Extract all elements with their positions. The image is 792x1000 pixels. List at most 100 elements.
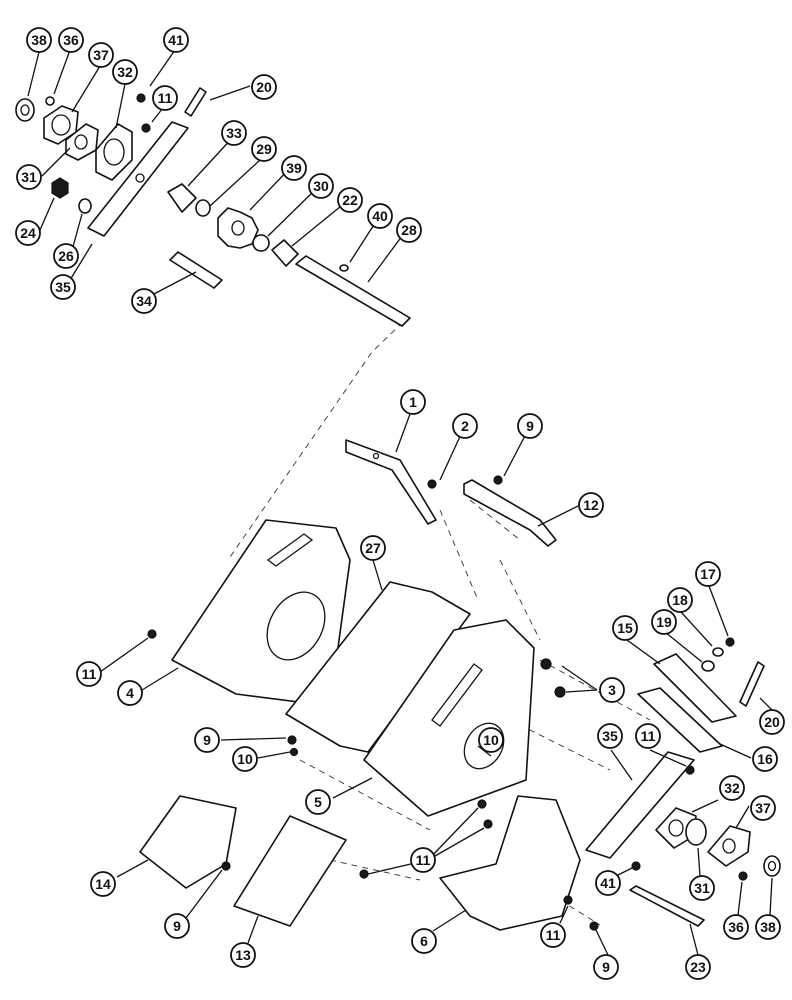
svg-text:12: 12 xyxy=(583,497,599,513)
assembly-dashed-lines xyxy=(227,321,651,926)
svg-text:36: 36 xyxy=(728,919,744,935)
part-11-nut-low-b xyxy=(483,819,493,829)
callout-20: 20 xyxy=(759,709,785,735)
callout-29: 29 xyxy=(251,136,277,162)
part-9-bolt-guard xyxy=(589,921,599,931)
svg-text:39: 39 xyxy=(286,160,302,176)
callout-36: 36 xyxy=(723,914,749,940)
lower-parts xyxy=(139,795,599,931)
svg-text:11: 11 xyxy=(641,728,656,744)
svg-text:27: 27 xyxy=(365,540,381,556)
svg-text:41: 41 xyxy=(600,875,616,891)
part-13-cover xyxy=(233,815,347,927)
svg-text:6: 6 xyxy=(420,933,428,949)
svg-text:16: 16 xyxy=(757,751,773,767)
svg-text:35: 35 xyxy=(602,728,618,744)
svg-text:22: 22 xyxy=(342,192,358,208)
part-30-washer xyxy=(252,234,270,252)
callout-36: 36 xyxy=(58,27,84,53)
svg-text:11: 11 xyxy=(546,927,561,943)
svg-text:20: 20 xyxy=(764,714,780,730)
svg-text:3: 3 xyxy=(608,682,616,698)
part-36-nut xyxy=(45,96,55,106)
part-26-washer xyxy=(78,198,92,214)
part-11-nut-side xyxy=(147,629,157,639)
callout-37: 37 xyxy=(88,42,114,68)
callout-3: 3 xyxy=(599,677,625,703)
svg-text:41: 41 xyxy=(168,32,184,48)
svg-text:11: 11 xyxy=(416,852,431,868)
callout-18: 18 xyxy=(667,587,693,613)
part-31-flange-right xyxy=(685,818,707,846)
callout-12: 12 xyxy=(578,492,604,518)
callout-32: 32 xyxy=(112,59,138,85)
svg-text:5: 5 xyxy=(314,794,322,810)
callout-11: 11 xyxy=(410,847,436,873)
callout-31: 31 xyxy=(16,164,42,190)
part-15-plate xyxy=(653,653,737,723)
svg-text:35: 35 xyxy=(55,279,71,295)
svg-text:34: 34 xyxy=(136,293,152,309)
callout-23: 23 xyxy=(685,954,711,980)
callout-9: 9 xyxy=(593,954,619,980)
callout-17: 17 xyxy=(695,561,721,587)
callout-5: 5 xyxy=(305,789,331,815)
part-9-bolt-mid xyxy=(287,735,297,745)
svg-text:30: 30 xyxy=(313,178,329,194)
callout-15: 15 xyxy=(612,615,638,641)
svg-text:20: 20 xyxy=(256,79,272,95)
callout-41: 41 xyxy=(163,27,189,53)
svg-text:13: 13 xyxy=(235,947,251,963)
svg-text:29: 29 xyxy=(256,141,272,157)
callout-10: 10 xyxy=(478,727,504,753)
callout-13: 13 xyxy=(230,942,256,968)
part-11-nut-low-a xyxy=(477,799,487,809)
part-5-side-plate xyxy=(363,619,535,817)
svg-text:33: 33 xyxy=(226,125,242,141)
right-assembly xyxy=(585,637,781,927)
svg-text:31: 31 xyxy=(694,880,710,896)
callout-28: 28 xyxy=(396,217,422,243)
callout-24: 24 xyxy=(15,220,41,246)
callout-40: 40 xyxy=(367,203,393,229)
callout-38: 38 xyxy=(26,27,52,53)
svg-text:10: 10 xyxy=(483,732,499,748)
svg-text:14: 14 xyxy=(95,876,111,892)
svg-text:38: 38 xyxy=(31,32,47,48)
housing xyxy=(147,519,566,817)
callout-26: 26 xyxy=(53,243,79,269)
svg-text:9: 9 xyxy=(173,918,181,934)
callout-31: 31 xyxy=(689,875,715,901)
part-20-bolt-right xyxy=(739,661,765,707)
part-3-nut-a xyxy=(540,658,552,670)
callout-33: 33 xyxy=(221,120,247,146)
callout-19: 19 xyxy=(651,609,677,635)
part-2-bolt xyxy=(427,479,437,489)
part-24-nut xyxy=(51,177,69,199)
callout-20: 20 xyxy=(251,74,277,100)
callout-27: 27 xyxy=(360,535,386,561)
part-33-bushing xyxy=(167,183,197,213)
svg-text:9: 9 xyxy=(526,418,534,434)
svg-text:40: 40 xyxy=(372,208,388,224)
svg-text:36: 36 xyxy=(63,32,79,48)
svg-text:11: 11 xyxy=(82,666,97,682)
svg-text:10: 10 xyxy=(237,751,253,767)
callout-9: 9 xyxy=(194,727,220,753)
svg-text:17: 17 xyxy=(700,566,716,582)
svg-text:24: 24 xyxy=(20,225,36,241)
part-35-bracket-right xyxy=(585,751,695,859)
svg-text:32: 32 xyxy=(724,780,740,796)
svg-text:26: 26 xyxy=(58,248,74,264)
svg-text:15: 15 xyxy=(617,620,633,636)
callout-2: 2 xyxy=(452,413,478,439)
callout-22: 22 xyxy=(337,187,363,213)
part-20-bolt-top xyxy=(184,87,207,117)
part-10-bolt-mid xyxy=(289,747,299,757)
callout-35: 35 xyxy=(50,274,76,300)
part-3-nut-b xyxy=(554,686,566,698)
svg-text:2: 2 xyxy=(461,418,469,434)
callout-30: 30 xyxy=(308,173,334,199)
svg-text:38: 38 xyxy=(760,919,776,935)
